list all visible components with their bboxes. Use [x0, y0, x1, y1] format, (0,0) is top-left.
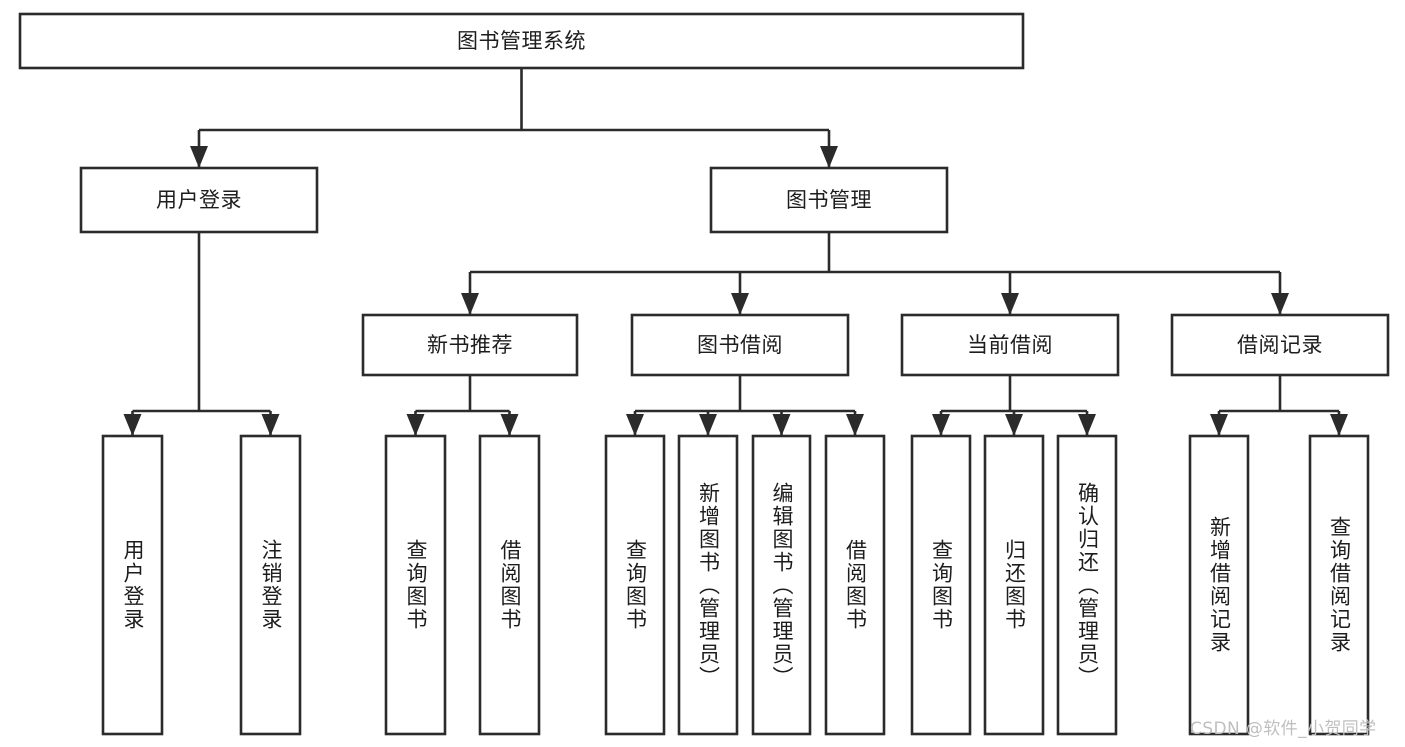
node-box-leaf-query-book-3	[910, 434, 972, 736]
arrow-head-icon-leaf-add-book	[699, 414, 717, 436]
node-box-leaf-return-book	[983, 434, 1045, 736]
arrow-head-icon-leaf-query-book-2	[626, 414, 644, 436]
arrow-head-icon-leaf-query-book-1	[406, 414, 425, 436]
box-layer	[18, 12, 1390, 736]
arrow-head-icon-leaf-borrow-book-1	[500, 414, 519, 436]
node-box-leaf-borrow-book-2	[824, 434, 886, 736]
node-box-current-borrow	[900, 313, 1120, 377]
node-box-leaf-query-book-2	[604, 434, 666, 736]
arrow-head-icon-leaf-confirm-return	[1078, 414, 1096, 436]
arrow-head-icon-leaf-logout	[261, 414, 280, 436]
arrow-head-icon-user-login	[190, 146, 208, 168]
node-box-borrow-record	[1170, 313, 1390, 377]
node-box-book-management	[709, 166, 949, 234]
arrow-head-icon-leaf-borrow-book-2	[846, 414, 864, 436]
arrow-head-icon-leaf-user-login	[123, 414, 142, 436]
arrow-head-icon-current-borrow	[1001, 293, 1019, 315]
connector-layer	[123, 68, 1348, 436]
arrow-head-icon-leaf-query-record	[1330, 414, 1348, 436]
arrow-head-icon-book-management	[820, 146, 838, 168]
node-box-leaf-add-record	[1188, 434, 1250, 736]
node-box-leaf-logout	[239, 434, 302, 736]
arrow-head-icon-borrow-record	[1271, 293, 1289, 315]
arrow-head-icon-leaf-query-book-3	[932, 414, 950, 436]
node-box-leaf-confirm-return	[1056, 434, 1118, 736]
node-box-book-borrow	[630, 313, 850, 377]
arrow-head-icon-book-borrow	[731, 293, 749, 315]
csdn-watermark: CSDN @软件_小贺同学	[1190, 719, 1377, 739]
node-box-leaf-borrow-book-1	[478, 434, 541, 736]
arrow-head-icon-new-book-recommend	[461, 293, 479, 315]
node-box-leaf-edit-book	[751, 434, 812, 736]
node-box-leaf-query-book-1	[384, 434, 447, 736]
node-box-leaf-add-book	[677, 434, 739, 736]
node-box-leaf-user-login	[101, 434, 164, 736]
arrow-head-icon-leaf-add-record	[1210, 414, 1228, 436]
node-box-user-login	[79, 166, 319, 234]
node-box-root	[18, 12, 1025, 70]
node-box-new-book-recommend	[361, 313, 579, 377]
arrow-head-icon-leaf-edit-book	[772, 414, 791, 436]
arrow-head-icon-leaf-return-book	[1005, 414, 1023, 436]
node-box-leaf-query-record	[1308, 434, 1370, 736]
